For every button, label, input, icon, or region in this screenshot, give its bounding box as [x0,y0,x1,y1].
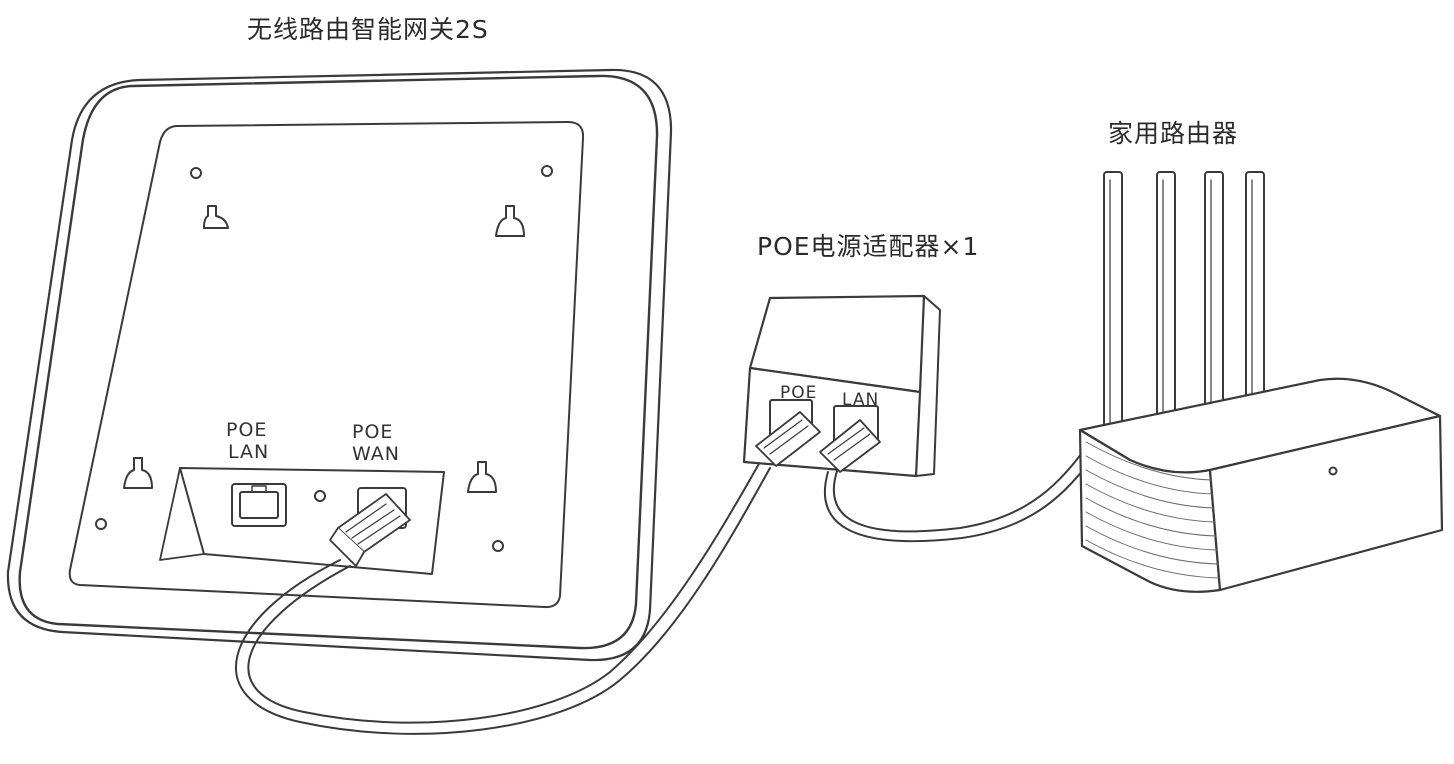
mount-keyhole [467,461,497,493]
mount-keyhole [203,205,229,229]
poe-adapter: POE LAN [742,294,941,478]
rj45-plug [329,493,411,567]
screw-hole [95,518,107,530]
rj45-plug [819,419,881,473]
reset-hole [314,490,326,502]
gateway-wan-label-1: POE [352,421,393,443]
router-label: 家用路由器 [1108,119,1239,148]
gateway-label: 无线路由智能网关2S [247,15,489,44]
adapter-poe-label: POE [780,383,817,403]
screw-hole [541,165,553,177]
router-antennas [1103,171,1265,435]
router-vents [1085,441,1220,579]
ethernet-cable-poe [235,461,771,735]
router-status-led [1328,466,1338,476]
ethernet-cable-lan [823,427,1107,543]
mount-keyhole [495,205,525,237]
gateway-device: POE LAN POE WAN [6,68,673,662]
home-router [1078,171,1444,593]
adapter-lan-label: LAN [842,390,879,410]
adapter-label: POE电源适配器×1 [757,232,980,261]
gateway-wan-label-2: WAN [352,443,400,465]
gateway-lan-label-1: POE [226,419,267,441]
gateway-lan-port[interactable] [231,483,287,527]
gateway-lan-label-2: LAN [228,441,269,463]
rj45-plug [755,411,821,467]
mount-keyhole [123,457,153,489]
screw-hole [492,540,504,552]
screw-hole [190,167,202,179]
